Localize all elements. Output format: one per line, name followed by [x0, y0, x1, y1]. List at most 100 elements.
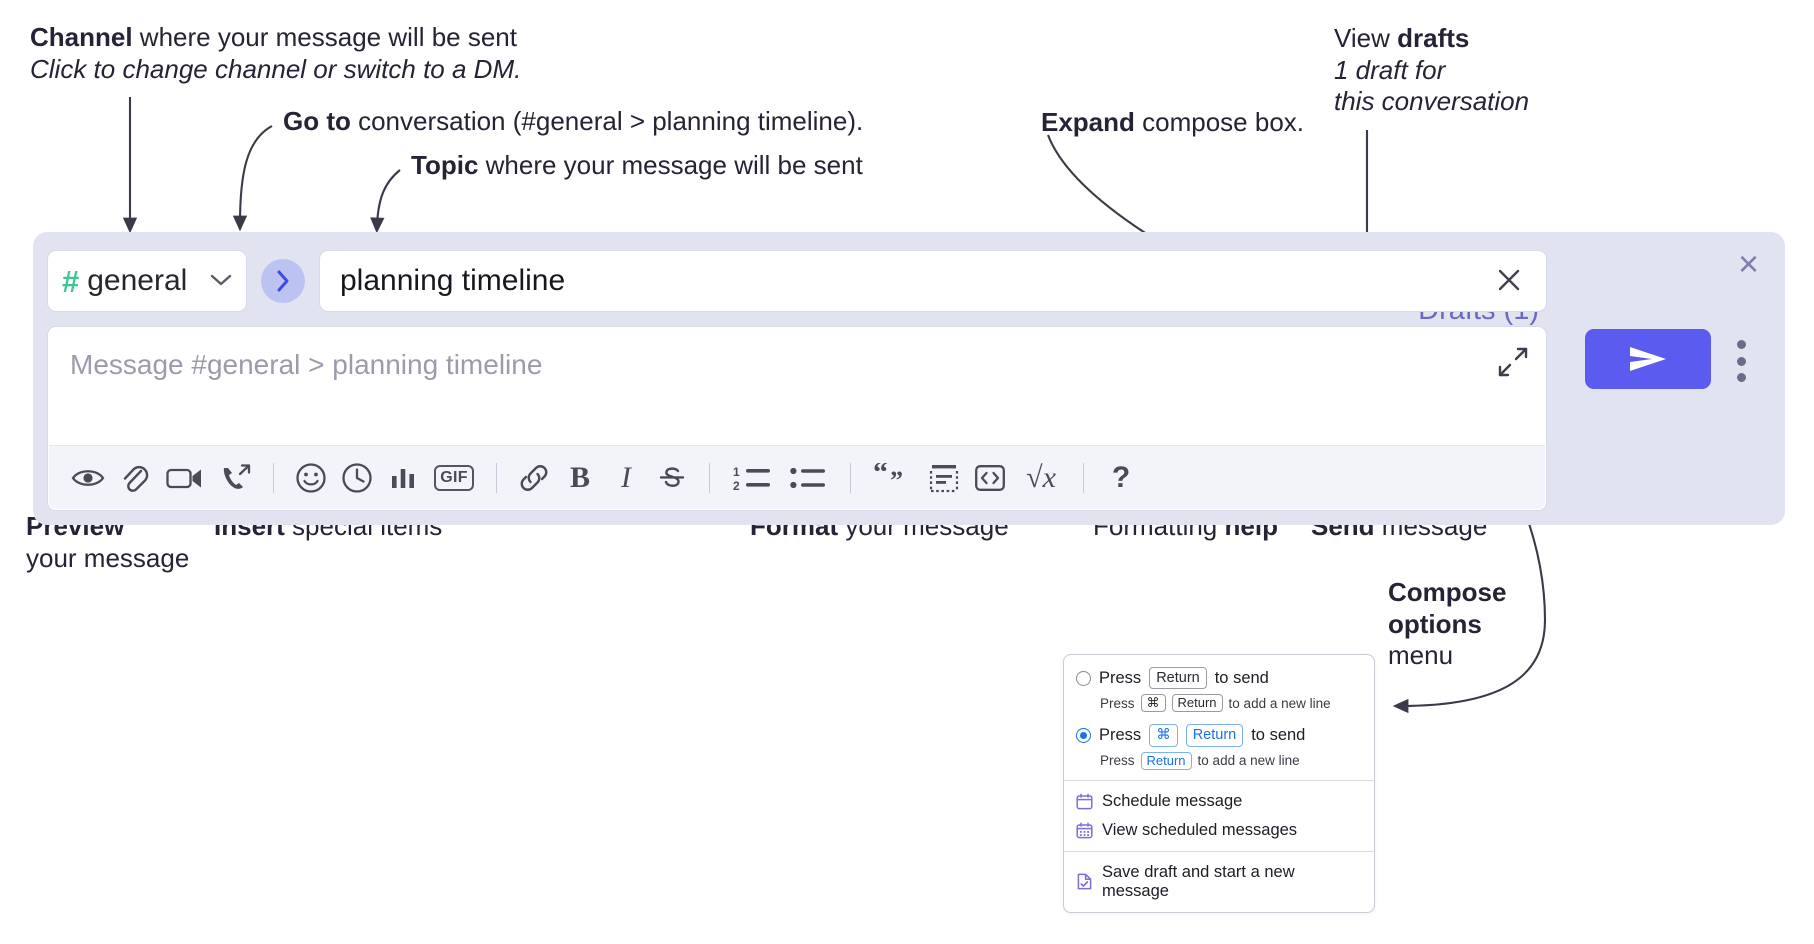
clear-topic-icon[interactable]	[1490, 265, 1528, 297]
menu-item-schedule-message[interactable]: Schedule message	[1064, 787, 1374, 816]
annotation-preview-sub: your message	[26, 542, 190, 573]
code-icon[interactable]	[967, 455, 1013, 501]
menu-item-label: View scheduled messages	[1102, 820, 1298, 839]
message-input-area[interactable]: Message #general > planning timeline	[47, 326, 1547, 511]
opt2-sub-pre: Press	[1100, 753, 1135, 769]
annotation-drafts-bold: drafts	[1397, 23, 1470, 53]
compose-header-row: # general planning timeline	[47, 246, 1547, 316]
divider	[496, 462, 497, 493]
topic-field[interactable]: planning timeline	[319, 250, 1547, 312]
chevron-right-icon	[277, 270, 288, 292]
audio-clip-icon[interactable]	[213, 455, 259, 501]
compose-box: × Drafts (1) # general	[33, 232, 1785, 525]
send-option-return-main: Press Return to send	[1076, 667, 1362, 690]
formatting-toolbar: GIF B I	[49, 445, 1545, 509]
send-option-return-sub: Press ⌘ Return to add a new line	[1100, 694, 1362, 713]
svg-text:2: 2	[733, 479, 740, 492]
svg-text:“: “	[874, 463, 888, 489]
annotation-channel: Channel where your message will be sent …	[30, 22, 521, 85]
menu-item-label: Save draft and start a new message	[1102, 862, 1295, 900]
key-cmd: ⌘	[1140, 694, 1166, 713]
menu-divider	[1064, 850, 1374, 852]
italic-icon[interactable]: I	[603, 455, 649, 501]
annotation-topic: Topic where your message will be sent	[411, 150, 863, 182]
send-option-cmd-return-sub: Press Return to add a new line	[1100, 751, 1362, 770]
opt1-post: to send	[1214, 668, 1269, 687]
help-label: ?	[1111, 460, 1131, 494]
annotation-options-rest: menu	[1388, 640, 1454, 671]
preview-icon[interactable]	[65, 455, 111, 501]
channel-name: general	[87, 264, 188, 297]
key-return: Return	[1171, 694, 1223, 713]
annotation-expand-bold: Expand	[1041, 107, 1135, 137]
key-return: Return	[1140, 751, 1192, 770]
math-label: √x	[1026, 460, 1056, 494]
send-button[interactable]	[1585, 329, 1711, 389]
annotation-channel-sub: Click to change channel or switch to a D…	[30, 53, 522, 84]
bold-icon[interactable]: B	[557, 455, 603, 501]
divider	[850, 462, 851, 493]
gif-icon[interactable]: GIF	[426, 455, 482, 501]
annotation-topic-rest: where your message will be sent	[478, 150, 863, 180]
kebab-dot	[1736, 356, 1746, 366]
divider	[709, 462, 710, 493]
kebab-dot	[1736, 340, 1746, 349]
link-icon[interactable]	[511, 455, 557, 501]
annotation-drafts-lead: View	[1334, 23, 1398, 53]
chevron-down-icon	[210, 270, 232, 293]
calendar-grid-icon	[1076, 822, 1093, 839]
radio-cmd-return[interactable]	[1076, 727, 1091, 743]
schedule-clock-icon[interactable]	[334, 455, 380, 501]
svg-text:”: ”	[890, 466, 903, 493]
topic-value: planning timeline	[340, 264, 566, 297]
opt1-sub-pre: Press	[1100, 695, 1135, 711]
bulleted-list-icon[interactable]	[780, 455, 836, 501]
kebab-dot	[1736, 373, 1746, 382]
goto-conversation-button[interactable]	[261, 259, 305, 303]
close-x-glyph	[1498, 269, 1520, 291]
close-icon[interactable]: ×	[1737, 243, 1759, 284]
math-icon[interactable]: √x	[1013, 455, 1069, 501]
opt2-sub-post: to add a new line	[1197, 753, 1300, 769]
channel-selector[interactable]: # general	[47, 250, 247, 312]
code-block-icon[interactable]	[921, 455, 967, 501]
document-check-icon	[1077, 873, 1092, 890]
svg-text:1: 1	[733, 465, 740, 479]
blockquote-icon[interactable]: “”	[865, 455, 921, 501]
send-option-cmd-return-main: Press ⌘ Return to send	[1076, 724, 1362, 747]
annotation-goto: Go to conversation (#general > planning …	[283, 106, 863, 138]
opt1-sub-post: to add a new line	[1228, 695, 1331, 711]
divider	[1083, 462, 1084, 493]
strikethrough-icon[interactable]	[649, 455, 695, 501]
menu-item-label: Schedule message	[1102, 791, 1243, 810]
chevron-down-glyph	[210, 274, 232, 285]
attachment-icon[interactable]	[111, 455, 157, 501]
radio-return[interactable]	[1076, 670, 1091, 686]
send-option-return[interactable]: Press Return to send Press ⌘ Return to a…	[1064, 665, 1374, 713]
annotation-compose-options: Compose options menu	[1388, 577, 1506, 672]
gif-label: GIF	[434, 464, 474, 491]
formatting-help-icon[interactable]: ?	[1098, 455, 1144, 501]
annotation-options-bold2: options	[1388, 608, 1482, 639]
menu-item-view-scheduled-messages[interactable]: View scheduled messages	[1064, 816, 1374, 845]
emoji-icon[interactable]	[288, 455, 334, 501]
poll-icon[interactable]	[380, 455, 426, 501]
message-placeholder: Message #general > planning timeline	[70, 349, 543, 380]
compose-options-button[interactable]	[1731, 340, 1751, 382]
send-paperplane-icon	[1630, 347, 1666, 371]
expand-compose-button[interactable]	[1496, 345, 1530, 379]
send-option-cmd-return[interactable]: Press ⌘ Return to send Press Return to a…	[1064, 722, 1374, 770]
opt2-pre: Press	[1099, 725, 1142, 744]
video-clip-icon[interactable]	[157, 455, 213, 501]
annotation-topic-bold: Topic	[411, 150, 479, 180]
annotation-goto-rest: conversation (#general > planning timeli…	[350, 106, 864, 136]
bold-label: B	[569, 460, 590, 494]
menu-divider	[1064, 779, 1374, 781]
expand-arrows-icon	[1498, 347, 1528, 377]
annotation-drafts: View drafts 1 draft for this conversatio…	[1334, 23, 1529, 118]
annotation-expand-rest: compose box.	[1134, 107, 1305, 137]
menu-item-save-draft[interactable]: Save draft and start a new message	[1064, 858, 1374, 906]
hash-icon: #	[62, 263, 80, 299]
italic-label: I	[621, 460, 631, 494]
